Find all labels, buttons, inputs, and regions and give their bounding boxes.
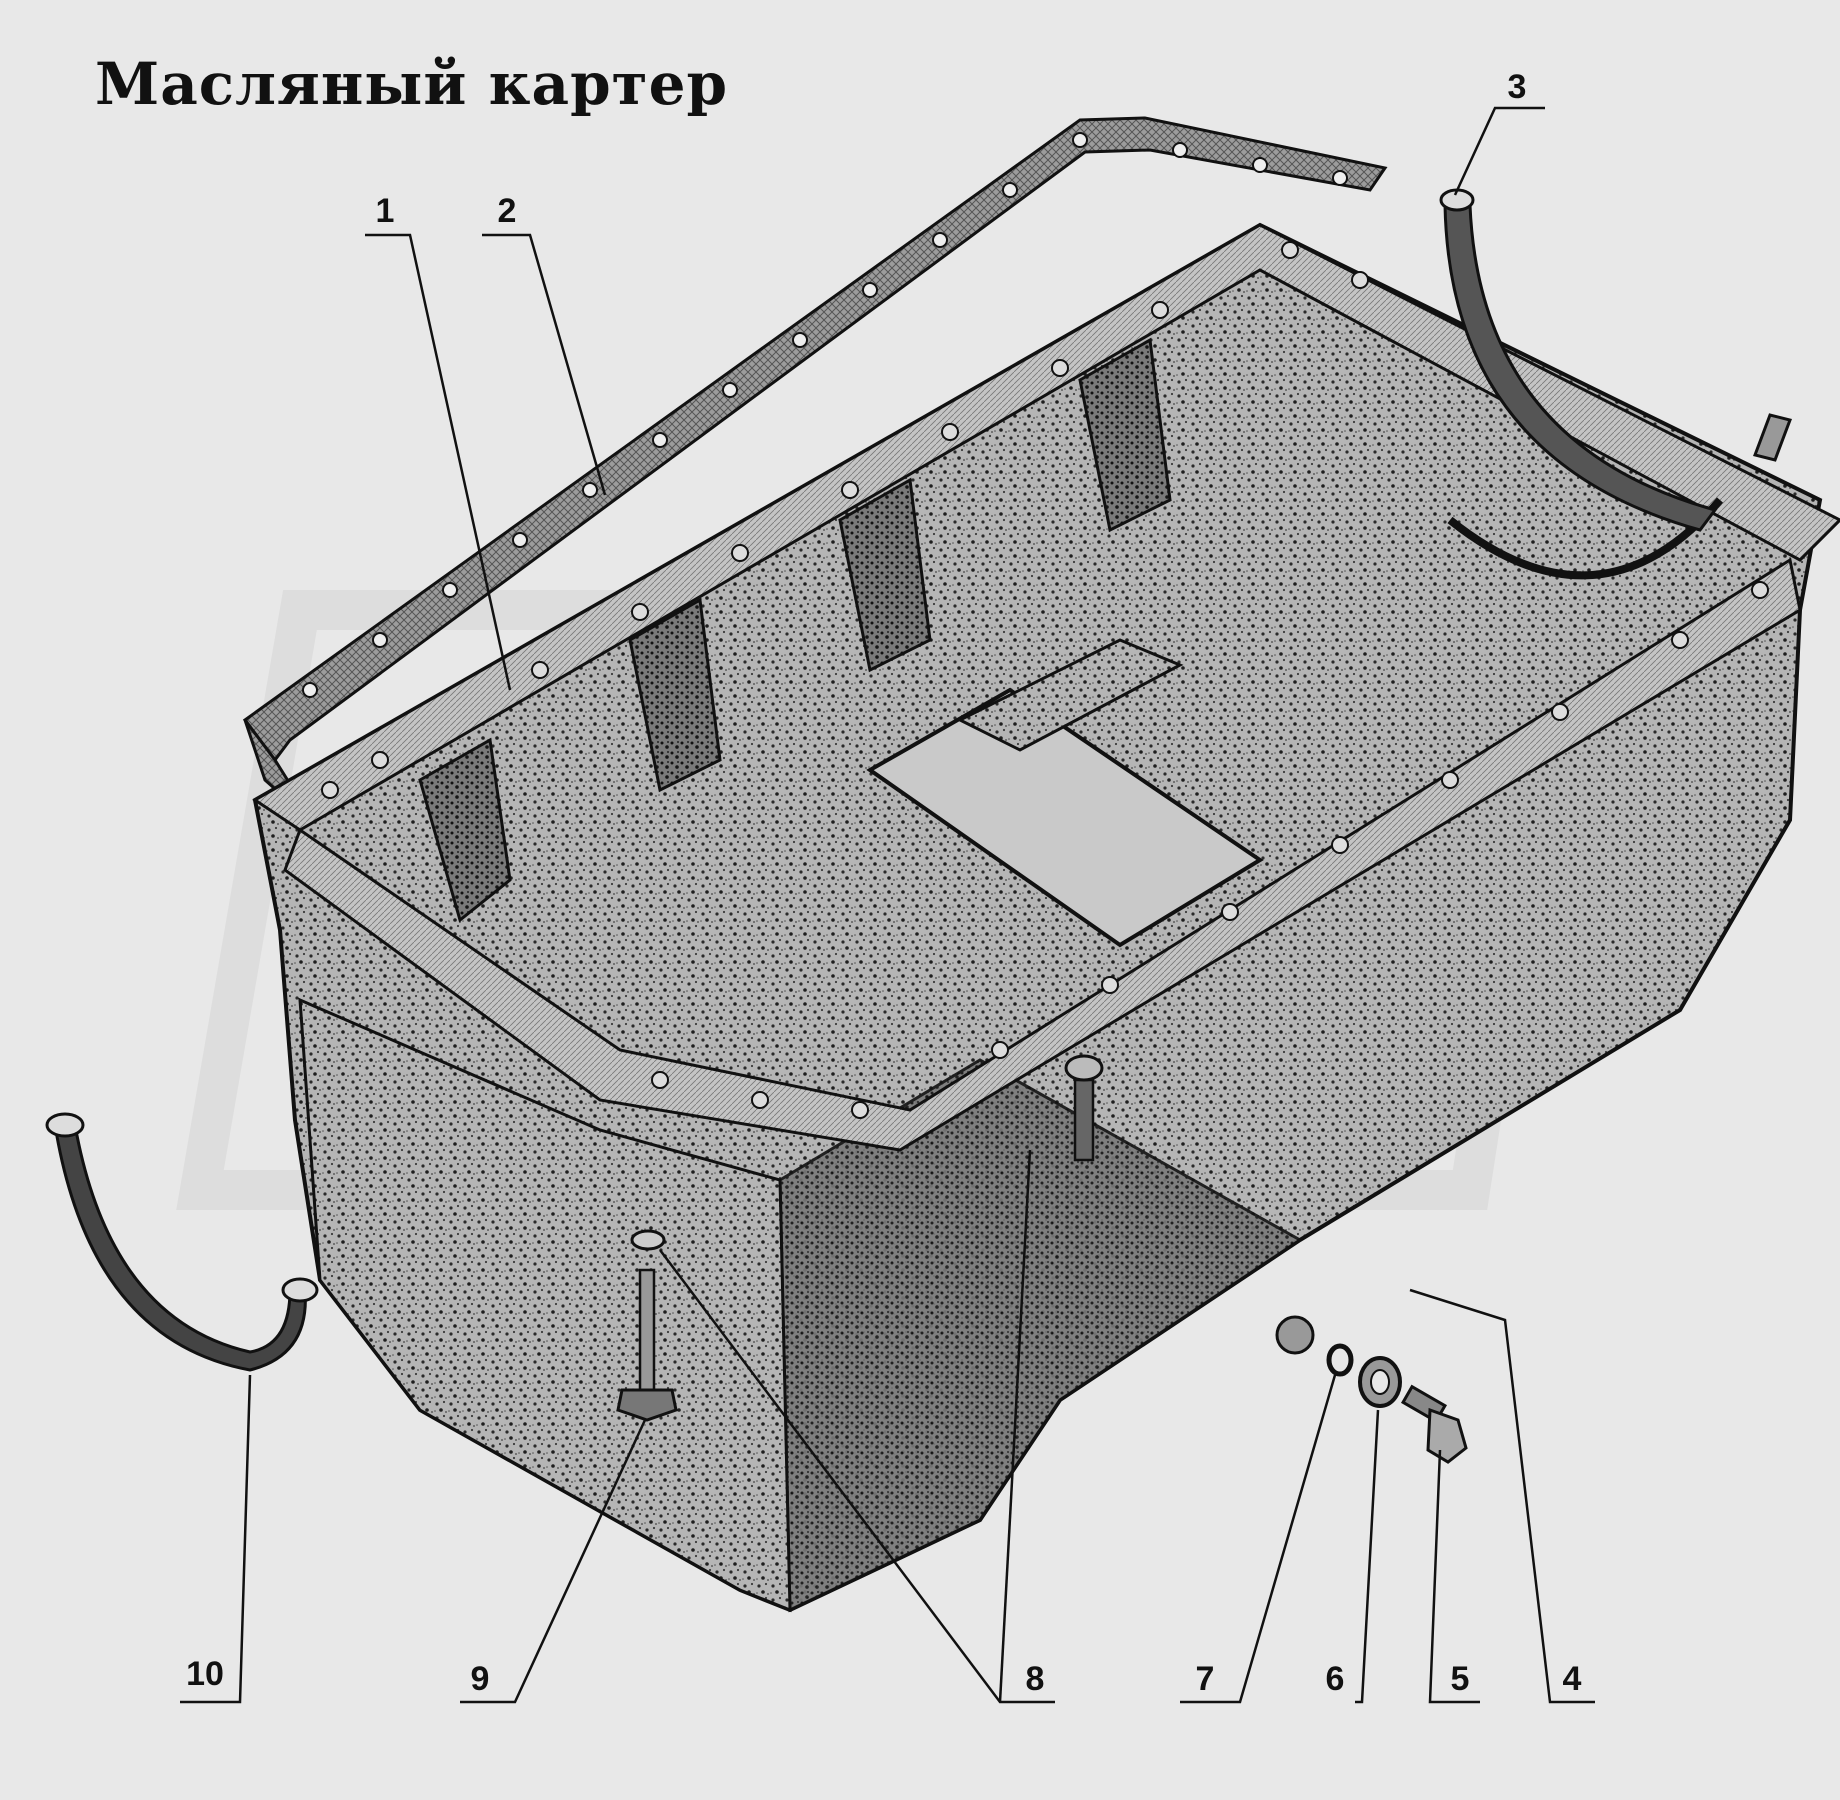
leader-7 [1180, 1374, 1337, 1704]
callout-3: 3 [1507, 68, 1527, 106]
leader-8b [998, 1149, 1032, 1703]
leader-4 [1409, 1288, 1595, 1704]
bolt-part-9 [616, 1229, 678, 1422]
leader-9 [460, 1419, 647, 1704]
leader-10 [180, 1374, 252, 1704]
callout-6: 6 [1325, 1660, 1345, 1698]
inner-ribs [418, 337, 1172, 923]
flange-holes [321, 241, 1769, 1119]
gasket-part-2 [242, 116, 1388, 822]
washer-part-6 [1358, 1356, 1402, 1408]
oil-pan-part-1 [252, 222, 1840, 1613]
bolt-part-8 [1064, 1054, 1104, 1162]
callout-4: 4 [1562, 1660, 1582, 1698]
callout-5: 5 [1450, 1660, 1470, 1698]
callout-9: 9 [470, 1660, 490, 1698]
leader-lines [180, 106, 1595, 1704]
front-seal-part-10 [45, 1112, 319, 1372]
leader-6 [1355, 1409, 1380, 1704]
callout-7: 7 [1195, 1660, 1215, 1698]
leader-2 [482, 233, 607, 496]
gasket-holes [302, 132, 1348, 698]
washer-part-7 [1326, 1343, 1354, 1377]
leader-1 [365, 233, 512, 691]
leader-3 [1453, 106, 1545, 196]
callout-10: 10 [186, 1655, 224, 1693]
rear-seal-part-3 [1439, 188, 1792, 532]
leader-5 [1428, 1449, 1480, 1704]
callout-8: 8 [1025, 1660, 1045, 1698]
drain-plug-part-5 [1400, 1384, 1468, 1464]
callout-1: 1 [375, 192, 395, 230]
page-title: Масляный картер [95, 50, 729, 118]
callout-2: 2 [497, 192, 517, 230]
